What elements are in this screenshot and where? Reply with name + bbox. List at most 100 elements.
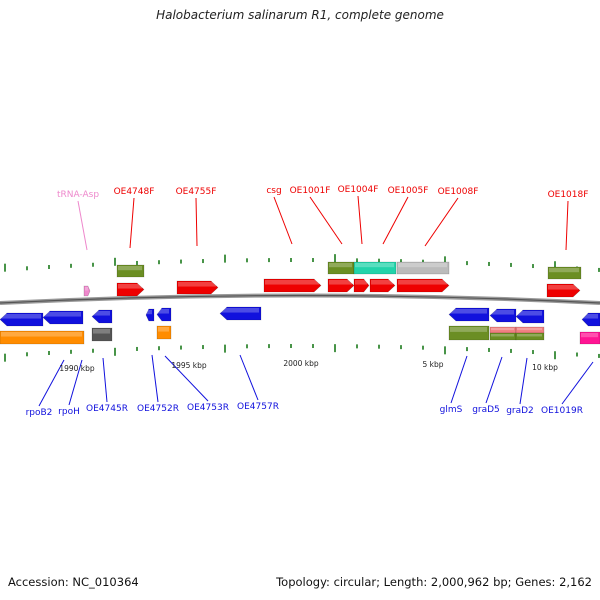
backbone-core (0, 294, 600, 304)
feature-label: OE4755F (176, 187, 217, 197)
scale-label: 2000 kbp (283, 359, 319, 368)
feature-highlight (517, 311, 542, 316)
feature-label: rpoB2 (26, 408, 53, 418)
scale-label: 10 kbp (532, 363, 558, 372)
connector-bottom (102, 357, 108, 403)
feature-highlight (491, 328, 514, 331)
feature-highlight (118, 266, 142, 271)
feature-label: graD5 (472, 405, 500, 415)
feature-label: graD2 (506, 406, 534, 416)
feature-highlight (158, 309, 169, 314)
feature-block (369, 278, 396, 293)
connector-bottom (561, 361, 594, 405)
feature-highlight (85, 287, 88, 291)
feature-highlight (1, 332, 82, 337)
feature-highlight (548, 285, 578, 290)
feature-highlight (221, 308, 259, 313)
feature-block (0, 330, 85, 345)
feature-highlight (450, 327, 487, 332)
accession-text: Accession: NC_010364 (8, 575, 139, 589)
connector-bottom (239, 354, 259, 401)
feature-block (448, 325, 490, 341)
connector-top (357, 195, 363, 245)
feature-block (91, 327, 113, 342)
connector-top (424, 197, 459, 247)
feature-block (176, 280, 219, 295)
feature-highlight (44, 312, 81, 317)
connector-bottom (485, 356, 503, 404)
feature-highlight (178, 282, 216, 287)
tick-marks (4, 254, 600, 362)
feature-block (547, 266, 582, 280)
connector-top (195, 197, 198, 247)
feature-label: tRNA-Asp (57, 190, 99, 200)
feature-highlight (517, 328, 542, 331)
connector-bottom (38, 359, 65, 407)
connector-top (273, 196, 293, 245)
feature-highlight (265, 280, 319, 285)
feature-block (396, 261, 450, 275)
feature-highlight (517, 334, 542, 337)
feature-block (263, 278, 322, 293)
feature-label: OE4753R (187, 403, 229, 413)
feature-highlight (118, 284, 142, 289)
feature-block (581, 312, 600, 327)
feature-highlight (355, 280, 367, 285)
connector-bottom (164, 355, 209, 402)
feature-label: OE1018F (548, 190, 589, 200)
feature-block (579, 331, 600, 345)
scale-label: 5 kbp (422, 360, 443, 369)
connector-bottom (68, 359, 83, 406)
feature-highlight (398, 263, 447, 268)
feature-highlight (1, 314, 41, 319)
scale-label: 1995 kbp (171, 361, 207, 370)
feature-block (448, 307, 490, 322)
feature-highlight (581, 333, 598, 338)
feature-block (91, 309, 113, 324)
connector-bottom (519, 357, 528, 405)
feature-block (0, 312, 44, 327)
feature-label: OE4752R (137, 404, 179, 414)
feature-highlight (355, 263, 394, 268)
feature-block (116, 282, 145, 297)
feature-highlight (158, 327, 169, 332)
feature-block (219, 306, 262, 321)
feature-highlight (583, 314, 598, 319)
feature-highlight (147, 310, 152, 315)
feature-label: OE1008F (438, 187, 479, 197)
connector-top (129, 197, 135, 249)
feature-highlight (398, 280, 447, 285)
feature-label: glmS (440, 405, 463, 415)
feature-block (116, 264, 145, 278)
feature-block (83, 285, 91, 297)
feature-highlight (93, 311, 110, 316)
feature-label: OE1001F (290, 186, 331, 196)
bottom-labels: rpoB2 rpoH OE4745R OE4752R OE4753R OE4757R glm… (26, 402, 583, 418)
feature-block (327, 278, 355, 293)
feature-label: OE4748F (114, 187, 155, 197)
feature-label: rpoH (58, 407, 80, 417)
connector-bottom (151, 354, 159, 403)
label-connectors (38, 195, 594, 407)
feature-block (515, 332, 545, 341)
connector-bottom (450, 355, 468, 404)
feature-block (145, 308, 155, 322)
feature-block (42, 310, 84, 325)
feature-block (156, 325, 172, 340)
feature-highlight (450, 309, 487, 314)
feature-highlight (491, 310, 514, 315)
feature-highlight (491, 334, 514, 337)
feature-label: OE4757R (237, 402, 279, 412)
scale-label: 1990 kbp (59, 364, 95, 373)
feature-block (489, 308, 517, 323)
feature-label: OE4745R (86, 404, 128, 414)
feature-highlight (549, 268, 579, 273)
feature-block (546, 283, 581, 298)
feature-highlight (93, 329, 110, 334)
feature-block (353, 278, 370, 293)
feature-block (396, 278, 450, 293)
connector-top (77, 200, 88, 251)
genome-backbone (0, 293, 600, 305)
